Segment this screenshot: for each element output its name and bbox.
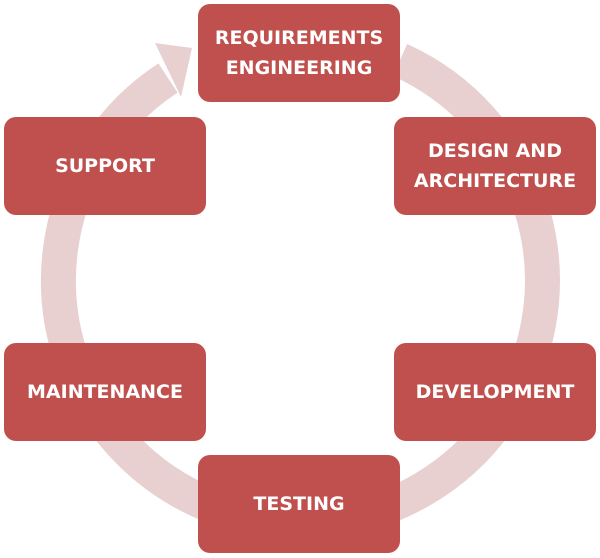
stage-maintenance: MAINTENANCE (4, 343, 206, 441)
stage-testing: TESTING (198, 455, 400, 553)
stage-design-and-architecture: DESIGN AND ARCHITECTURE (394, 117, 596, 215)
stage-development: DEVELOPMENT (394, 343, 596, 441)
arrowhead-icon (155, 43, 192, 97)
stage-requirements-engineering: REQUIREMENTS ENGINEERING (198, 4, 400, 102)
stage-support: SUPPORT (4, 117, 206, 215)
